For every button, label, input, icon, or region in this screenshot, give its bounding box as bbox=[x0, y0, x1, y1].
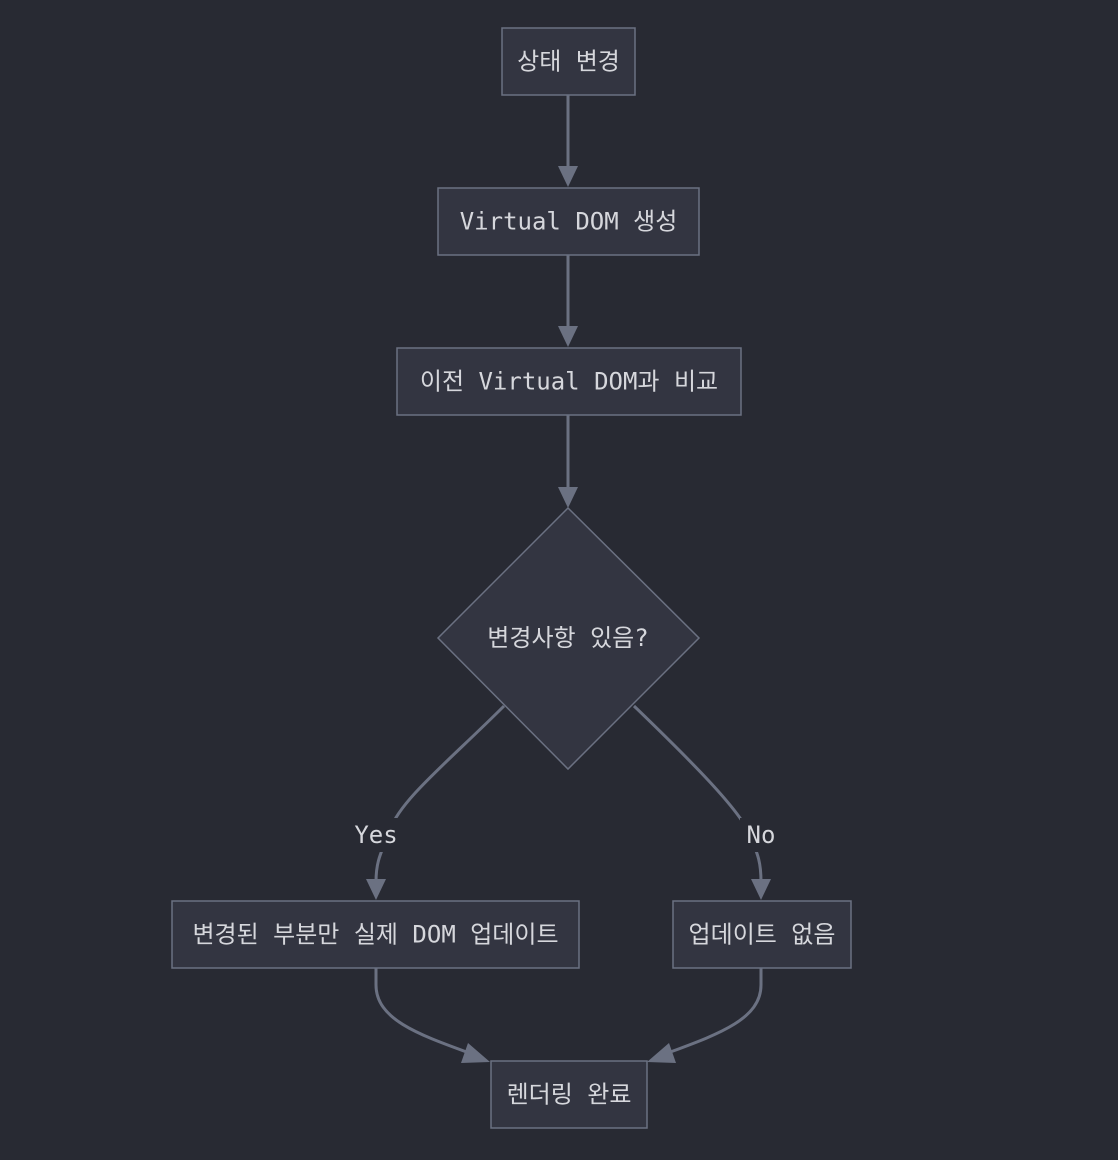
svg-text:변경된 부분만 실제 DOM 업데이트: 변경된 부분만 실제 DOM 업데이트 bbox=[192, 921, 558, 949]
svg-text:Yes: Yes bbox=[354, 821, 397, 849]
arrowhead bbox=[558, 487, 578, 508]
node-update-changed-dom: 변경된 부분만 실제 DOM 업데이트 bbox=[171, 900, 580, 969]
edge-decision-no bbox=[632, 704, 763, 883]
node-render-complete: 렌더링 완료 bbox=[490, 1060, 648, 1129]
svg-text:렌더링 완료: 렌더링 완료 bbox=[507, 1081, 632, 1109]
node-compare-virtual-dom: 이전 Virtual DOM과 비교 bbox=[396, 347, 742, 416]
svg-text:업데이트 없음: 업데이트 없음 bbox=[689, 921, 836, 949]
arrowhead bbox=[558, 166, 578, 187]
arrowhead bbox=[751, 879, 771, 900]
svg-text:Virtual DOM 생성: Virtual DOM 생성 bbox=[460, 208, 678, 236]
svg-text:이전 Virtual DOM과 비교: 이전 Virtual DOM과 비교 bbox=[420, 368, 718, 396]
svg-text:No: No bbox=[747, 821, 776, 849]
svg-text:변경사항 있음?: 변경사항 있음? bbox=[487, 624, 648, 652]
edge-decision-yes bbox=[374, 704, 506, 883]
edge-label-yes: Yes bbox=[348, 818, 404, 852]
edge-update-to-render bbox=[374, 968, 473, 1056]
arrowhead bbox=[461, 1043, 490, 1063]
node-virtual-dom-create: Virtual DOM 생성 bbox=[437, 187, 700, 256]
edge-noupdate-to-render bbox=[664, 968, 763, 1056]
edge-label-no: No bbox=[740, 818, 782, 852]
arrowhead bbox=[647, 1043, 676, 1063]
node-decision-changes: 변경사항 있음? bbox=[436, 506, 701, 771]
svg-text:상태 변경: 상태 변경 bbox=[517, 48, 620, 76]
arrowhead bbox=[366, 879, 386, 900]
arrowhead bbox=[558, 326, 578, 347]
node-state-change: 상태 변경 bbox=[501, 27, 636, 96]
node-no-update: 업데이트 없음 bbox=[672, 900, 852, 969]
